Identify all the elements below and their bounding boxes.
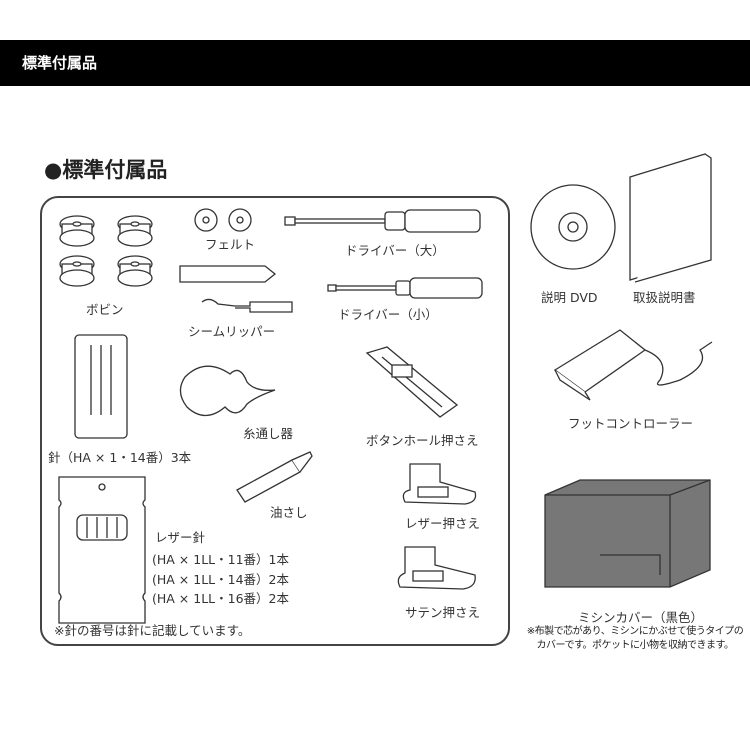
dvd-label: 説明 DVD [541, 290, 598, 305]
oiler-label: 油さし [270, 505, 308, 520]
leather-foot-illustration [402, 463, 477, 505]
header-title: 標準付属品 [22, 54, 98, 72]
screwdriver-large-label: ドライバー（大） [345, 243, 445, 258]
screwdriver-small-label: ドライバー（小） [338, 307, 438, 322]
foot-controller-illustration [553, 329, 713, 401]
needle-note: ※針の番号は針に記載しています。 [54, 623, 251, 638]
needle-pack-illustration [74, 334, 128, 439]
felt-label: フェルト [205, 237, 256, 252]
cover-note-line-1: ※布製で芯があり、ミシンにかぶせて使うタイプの [526, 626, 744, 637]
screwdriver-large-illustration [284, 209, 481, 233]
leather-needle-title: レザー針 [155, 530, 206, 545]
bobbin-label: ボビン [86, 302, 124, 317]
threader-label: 糸通し器 [243, 426, 294, 441]
cover-note-line-2: カバーです。ポケットに小物を収納できます。 [536, 640, 734, 651]
foot-controller-label: フットコントローラー [568, 416, 694, 431]
accessories-box [40, 196, 510, 646]
dvd-illustration [530, 184, 616, 270]
felt-illustration [194, 208, 252, 232]
bobbin-illustration [59, 215, 153, 287]
manual-illustration [629, 153, 712, 283]
leather-foot-label: レザー押さえ [405, 516, 481, 531]
leather-needle-line: (HA × 1LL・16番）2本 [152, 591, 289, 606]
header-bar: 標準付属品 [0, 40, 750, 86]
seam-ripper-label: シームリッパー [188, 324, 276, 339]
manual-label: 取扱説明書 [633, 290, 696, 305]
leather-needle-line: (HA × 1LL・11番）1本 [152, 552, 289, 567]
satin-foot-label: サテン押さえ [405, 605, 481, 620]
oiler-illustration [236, 451, 313, 503]
leather-needle-line: (HA × 1LL・14番）2本 [152, 572, 289, 587]
section-title: ●標準付属品 [44, 158, 168, 182]
cover-label: ミシンカバー（黒色） [578, 610, 704, 625]
cover-illustration [544, 479, 711, 588]
leather-needle-pack-illustration [58, 476, 146, 624]
satin-foot-illustration [397, 546, 476, 590]
threader-illustration [179, 365, 276, 417]
seam-ripper-illustration [201, 298, 293, 313]
buttonhole-foot-illustration [365, 346, 459, 418]
lint-brush-illustration [179, 265, 277, 283]
buttonhole-foot-label: ボタンホール押さえ [366, 433, 479, 448]
needles-label: 針（HA × 1・14番）3本 [48, 450, 192, 465]
screwdriver-small-illustration [327, 277, 483, 299]
